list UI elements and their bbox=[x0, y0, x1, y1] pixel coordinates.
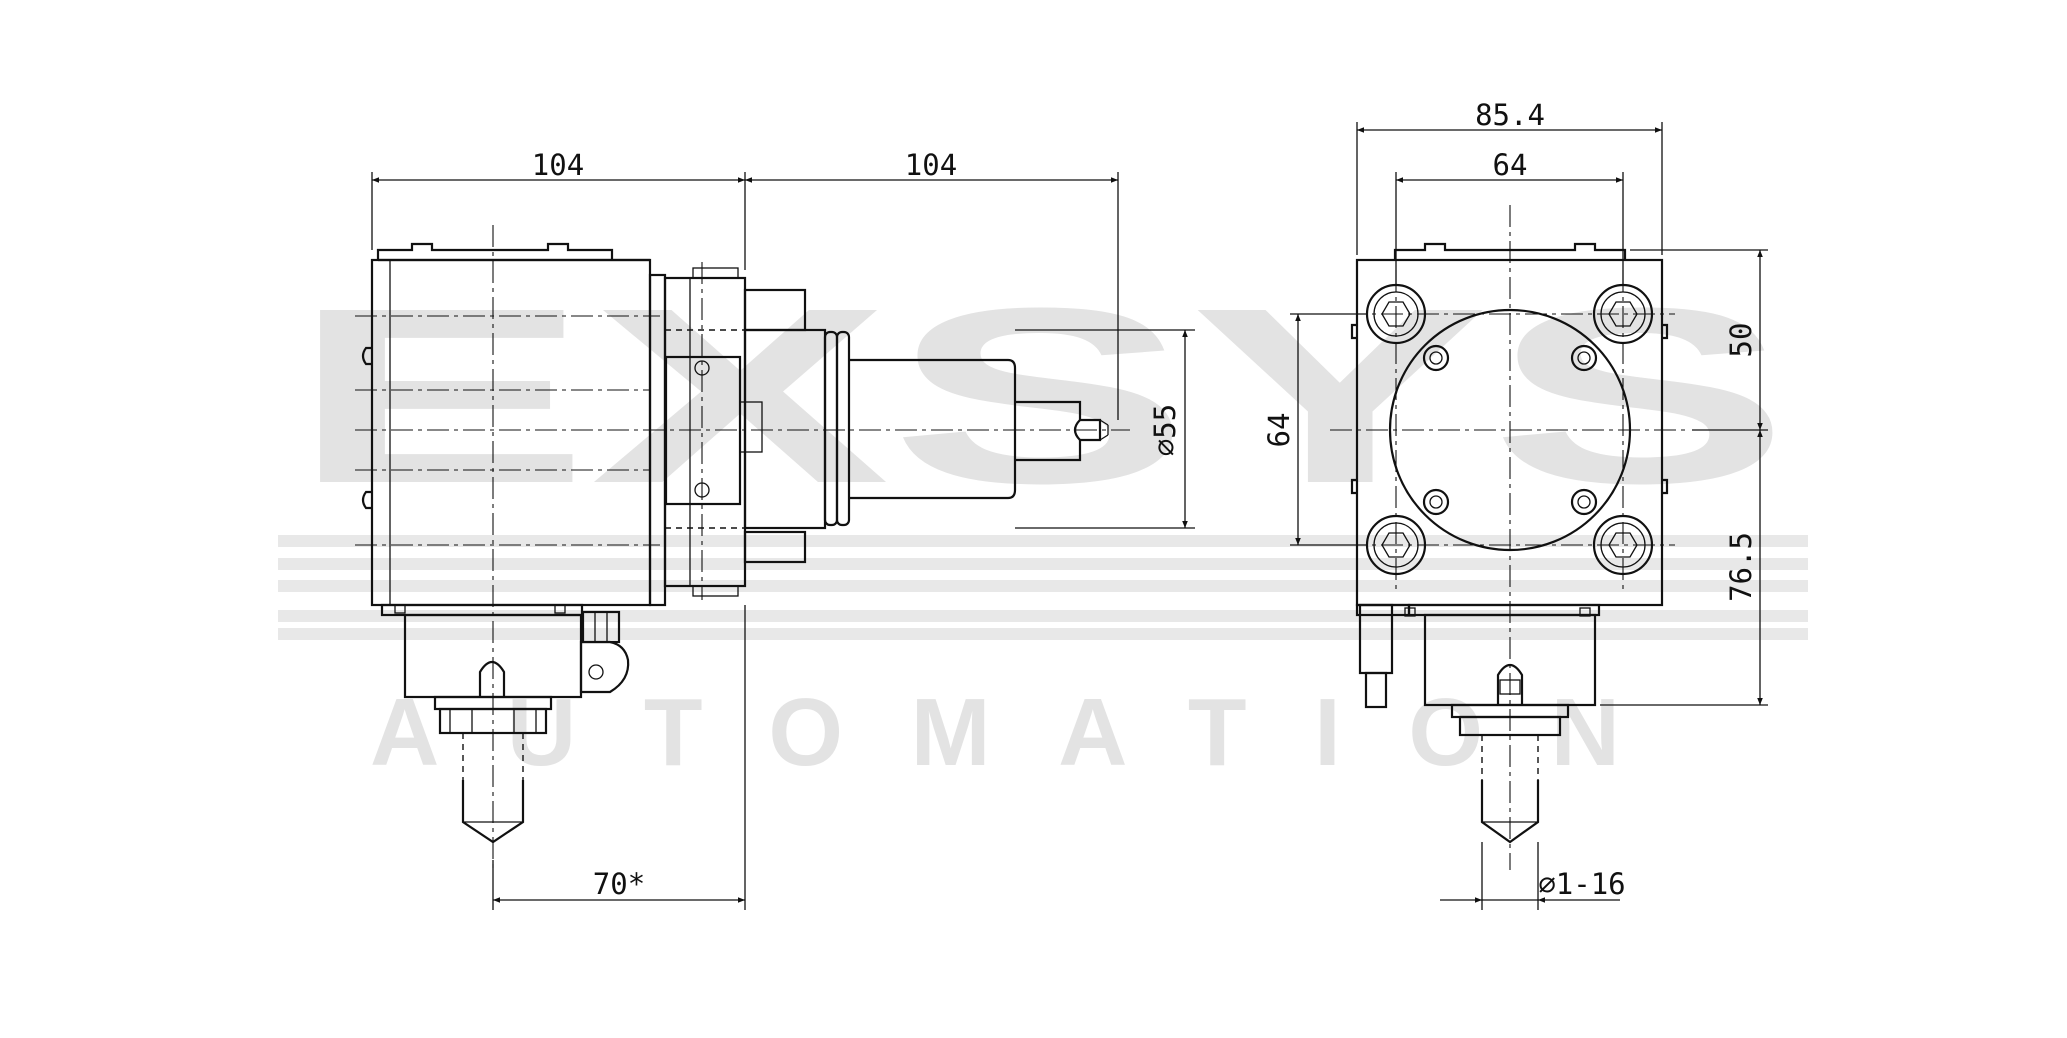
side-knob bbox=[1350, 478, 1357, 495]
watermark-band bbox=[278, 628, 1808, 640]
side-knob bbox=[361, 346, 372, 366]
coolant-tube-tip bbox=[1364, 671, 1388, 709]
watermark-subtitle: AUTOMATION bbox=[370, 679, 1670, 786]
side-knob bbox=[1662, 323, 1669, 340]
dim-width-outer: 85.4 bbox=[1475, 98, 1545, 132]
adapter-lower bbox=[743, 530, 807, 564]
screw-icon bbox=[1422, 344, 1450, 372]
watermark: EXSYS AUTOMATION bbox=[278, 256, 1808, 786]
watermark-band bbox=[278, 580, 1808, 592]
clamp-tab bbox=[739, 401, 763, 453]
dim-width-inner: 64 bbox=[1493, 148, 1528, 182]
dim-diameter: ⌀55 bbox=[1148, 404, 1182, 456]
front-view: 85.4 64 64 50 76.5 ⌀1-16 bbox=[1262, 98, 1768, 910]
watermark-band bbox=[278, 558, 1808, 570]
spindle bbox=[1015, 400, 1102, 462]
slot bbox=[478, 660, 506, 697]
dim-height-lower: 76.5 bbox=[1724, 532, 1758, 602]
top-plate bbox=[376, 242, 614, 260]
dim-collet: ⌀1-16 bbox=[1538, 867, 1625, 901]
screw-icon bbox=[1570, 344, 1598, 372]
flange-bottom-tab bbox=[692, 585, 739, 597]
dim-height-left: 64 bbox=[1262, 413, 1296, 448]
dim-height-upper: 50 bbox=[1724, 323, 1758, 358]
base-tab bbox=[554, 604, 566, 614]
base-tab bbox=[394, 604, 406, 614]
dim-top-right: 104 bbox=[905, 148, 957, 182]
cutter bbox=[1480, 780, 1540, 844]
spindle-tip bbox=[1099, 419, 1109, 426]
side-knob bbox=[1662, 478, 1669, 495]
fitting-port bbox=[588, 664, 604, 680]
tool-body bbox=[849, 358, 1017, 500]
fitting-body bbox=[579, 640, 630, 694]
flange-top-tab bbox=[692, 267, 739, 279]
ring-b bbox=[835, 330, 851, 527]
screw-icon bbox=[1422, 488, 1450, 516]
side-knob bbox=[1350, 323, 1357, 340]
base-tab bbox=[1579, 607, 1591, 617]
screw-icon bbox=[1570, 488, 1598, 516]
dim-bottom: 70* bbox=[593, 867, 645, 901]
base-tab bbox=[1404, 607, 1416, 617]
watermark-brand: EXSYS bbox=[290, 256, 1790, 535]
spindle-tip bbox=[1099, 434, 1109, 441]
side-view: 104 104 ⌀55 70* bbox=[355, 148, 1195, 910]
dim-top-left: 104 bbox=[532, 148, 584, 182]
side-knob bbox=[361, 490, 372, 510]
